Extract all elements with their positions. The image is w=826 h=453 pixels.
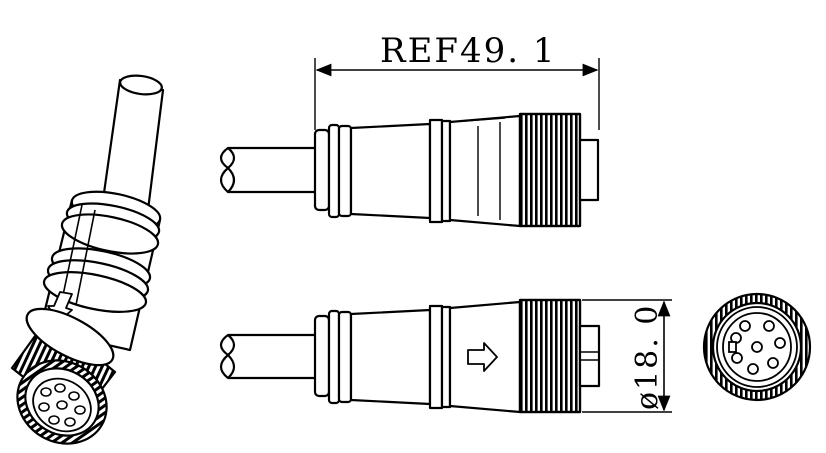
top-sleeve — [578, 138, 600, 202]
iso-connector-face — [16, 359, 108, 445]
diameter-dimension: ø18. 0 — [582, 299, 672, 413]
bottom-arrow-icon — [467, 342, 498, 372]
top-knurled-nut — [518, 112, 582, 228]
side-view-top: REF49. 1 — [219, 31, 600, 228]
isometric-view — [10, 74, 165, 445]
end-view — [702, 292, 812, 402]
length-dimension: REF49. 1 — [314, 31, 600, 130]
end-view-pins — [728, 320, 786, 375]
bottom-cable — [219, 333, 315, 380]
side-view-bottom: ø18. 0 — [219, 298, 672, 414]
iso-cable — [101, 74, 165, 212]
top-body — [313, 114, 522, 228]
top-cable — [219, 146, 315, 194]
bottom-knurled-nut — [518, 298, 582, 414]
diameter-dimension-label: ø18. 0 — [630, 304, 665, 410]
iso-pins — [38, 383, 86, 427]
length-dimension-label: REF49. 1 — [380, 31, 557, 71]
bottom-sleeve — [578, 324, 601, 388]
